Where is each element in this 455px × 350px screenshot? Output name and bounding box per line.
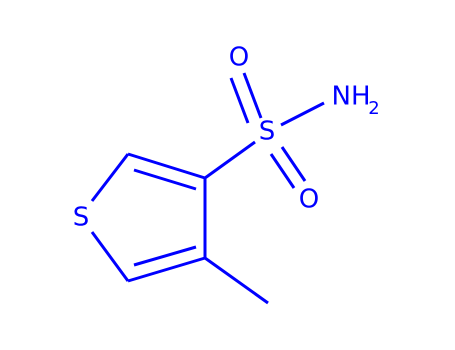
sulfonyl-sulfur-label: S [259,117,276,147]
bond-sulfonyl-oxygen-bottom-a [280,146,307,182]
bond-c5-s1 [90,231,130,282]
bond-c4-methyl [204,256,269,305]
amine-subscript-label: 2 [368,98,379,119]
bond-sulfonyl-nitrogen [280,101,325,127]
oxygen-top-label: O [229,43,249,73]
bond-sulfonyl-oxygen-top-b [229,77,250,124]
bond-c4-c5 [127,256,206,283]
bond-c2-c3 [127,152,206,180]
bond-sulfonyl-oxygen-bottom-b [269,153,296,189]
bond-c4-c5-inner [133,245,197,267]
oxygen-bottom-label: O [299,185,319,215]
thiophene-sulfur-label: S [73,203,90,233]
bond-sulfonyl-oxygen-top-a [242,72,263,119]
bond-c2-c3-inner [133,168,197,191]
bond-s1-c2 [90,153,130,202]
bond-c3-sulfonyl [204,140,256,180]
amine-label: NH [332,82,371,112]
